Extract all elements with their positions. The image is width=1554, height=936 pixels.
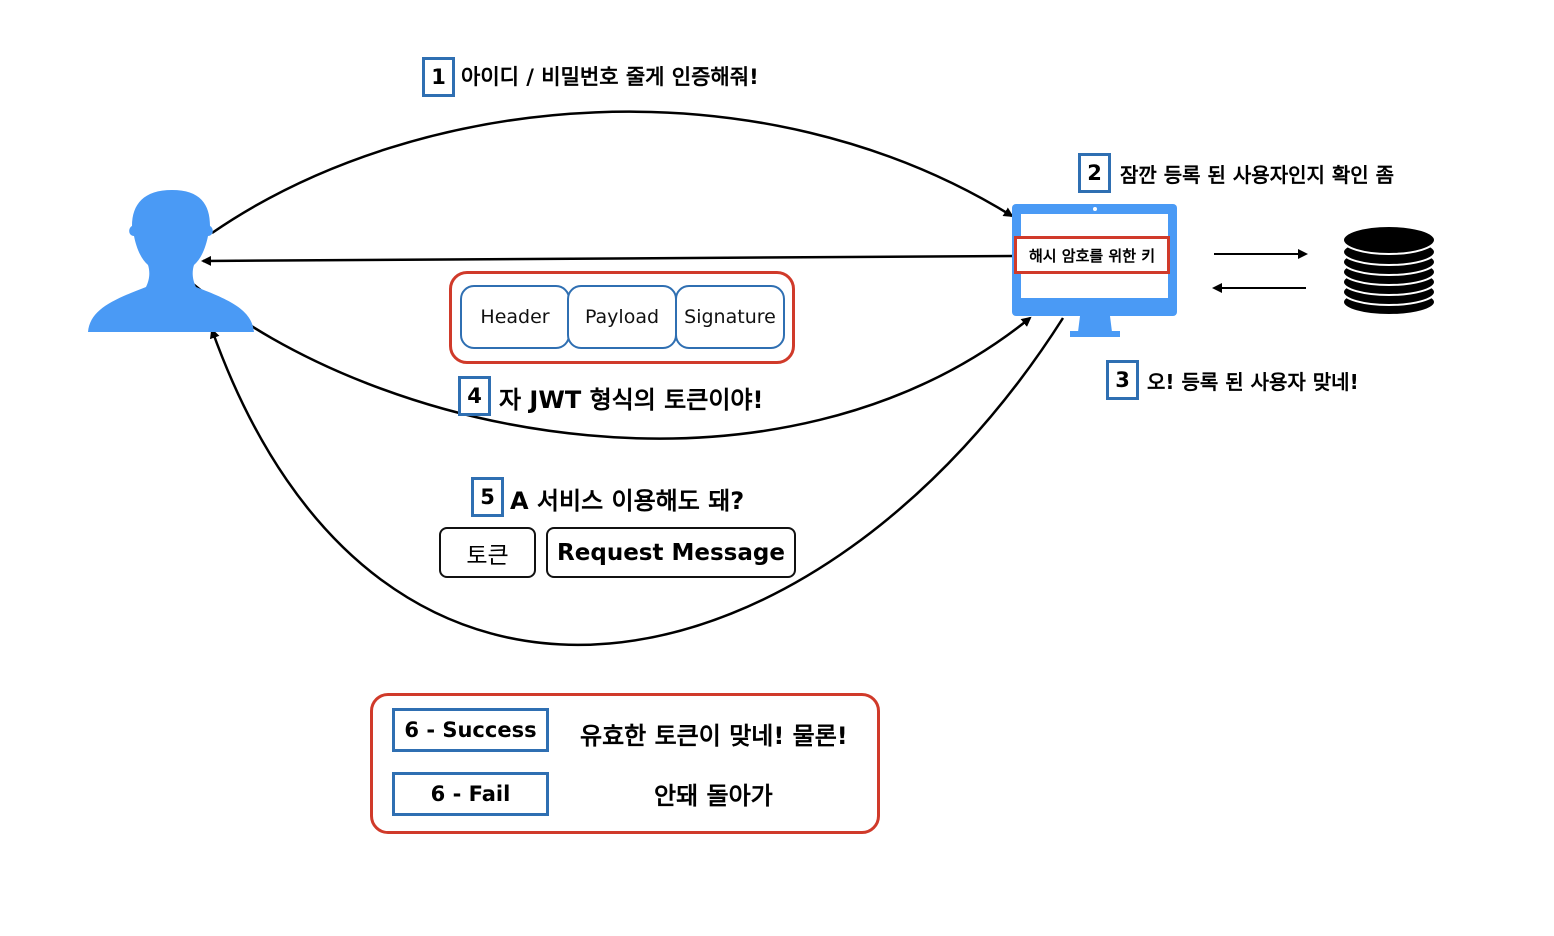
jwt-signature-part: Signature [675,285,785,349]
result-box [370,693,880,834]
hash-key-box: 해시 암호를 위한 키 [1014,236,1170,274]
jwt-payload-part: Payload [567,285,677,349]
jwt-structure-box [449,271,795,364]
hash-key-label: 해시 암호를 위한 키 [1028,246,1156,265]
arrow-service-request [192,283,1032,440]
jwt-header-part: Header [460,285,570,349]
step-3-label: 오! 등록 된 사용자 맞네! [1147,370,1359,394]
database-icon [1342,225,1436,316]
step-4-label: 자 JWT 형식의 토큰이야! [499,386,764,414]
token-box: 토큰 [439,527,536,578]
request-message-box: Request Message [546,527,796,578]
step-2-label: 잠깐 등록 된 사용자인지 확인 좀 [1120,163,1395,187]
success-badge: 6 - Success [392,708,549,752]
arrow-login-request [211,110,1014,235]
step-5-number: 5 [471,477,504,517]
step-1-number: 1 [422,57,455,97]
fail-badge: 6 - Fail [392,772,549,816]
step-2-number: 2 [1078,153,1111,193]
arrow-result-response [209,317,1065,647]
success-text: 유효한 토큰이 맞네! 물론! [580,722,848,750]
step-4-number: 4 [458,376,491,416]
step-1-label: 아이디 / 비밀번호 줄게 인증해줘! [461,65,759,89]
arrow-token-response [201,254,1015,266]
step-3-number: 3 [1106,360,1139,400]
step-5-label: A 서비스 이용해도 돼? [510,487,745,515]
user-icon [88,190,254,332]
fail-text: 안돼 돌아가 [654,782,773,810]
